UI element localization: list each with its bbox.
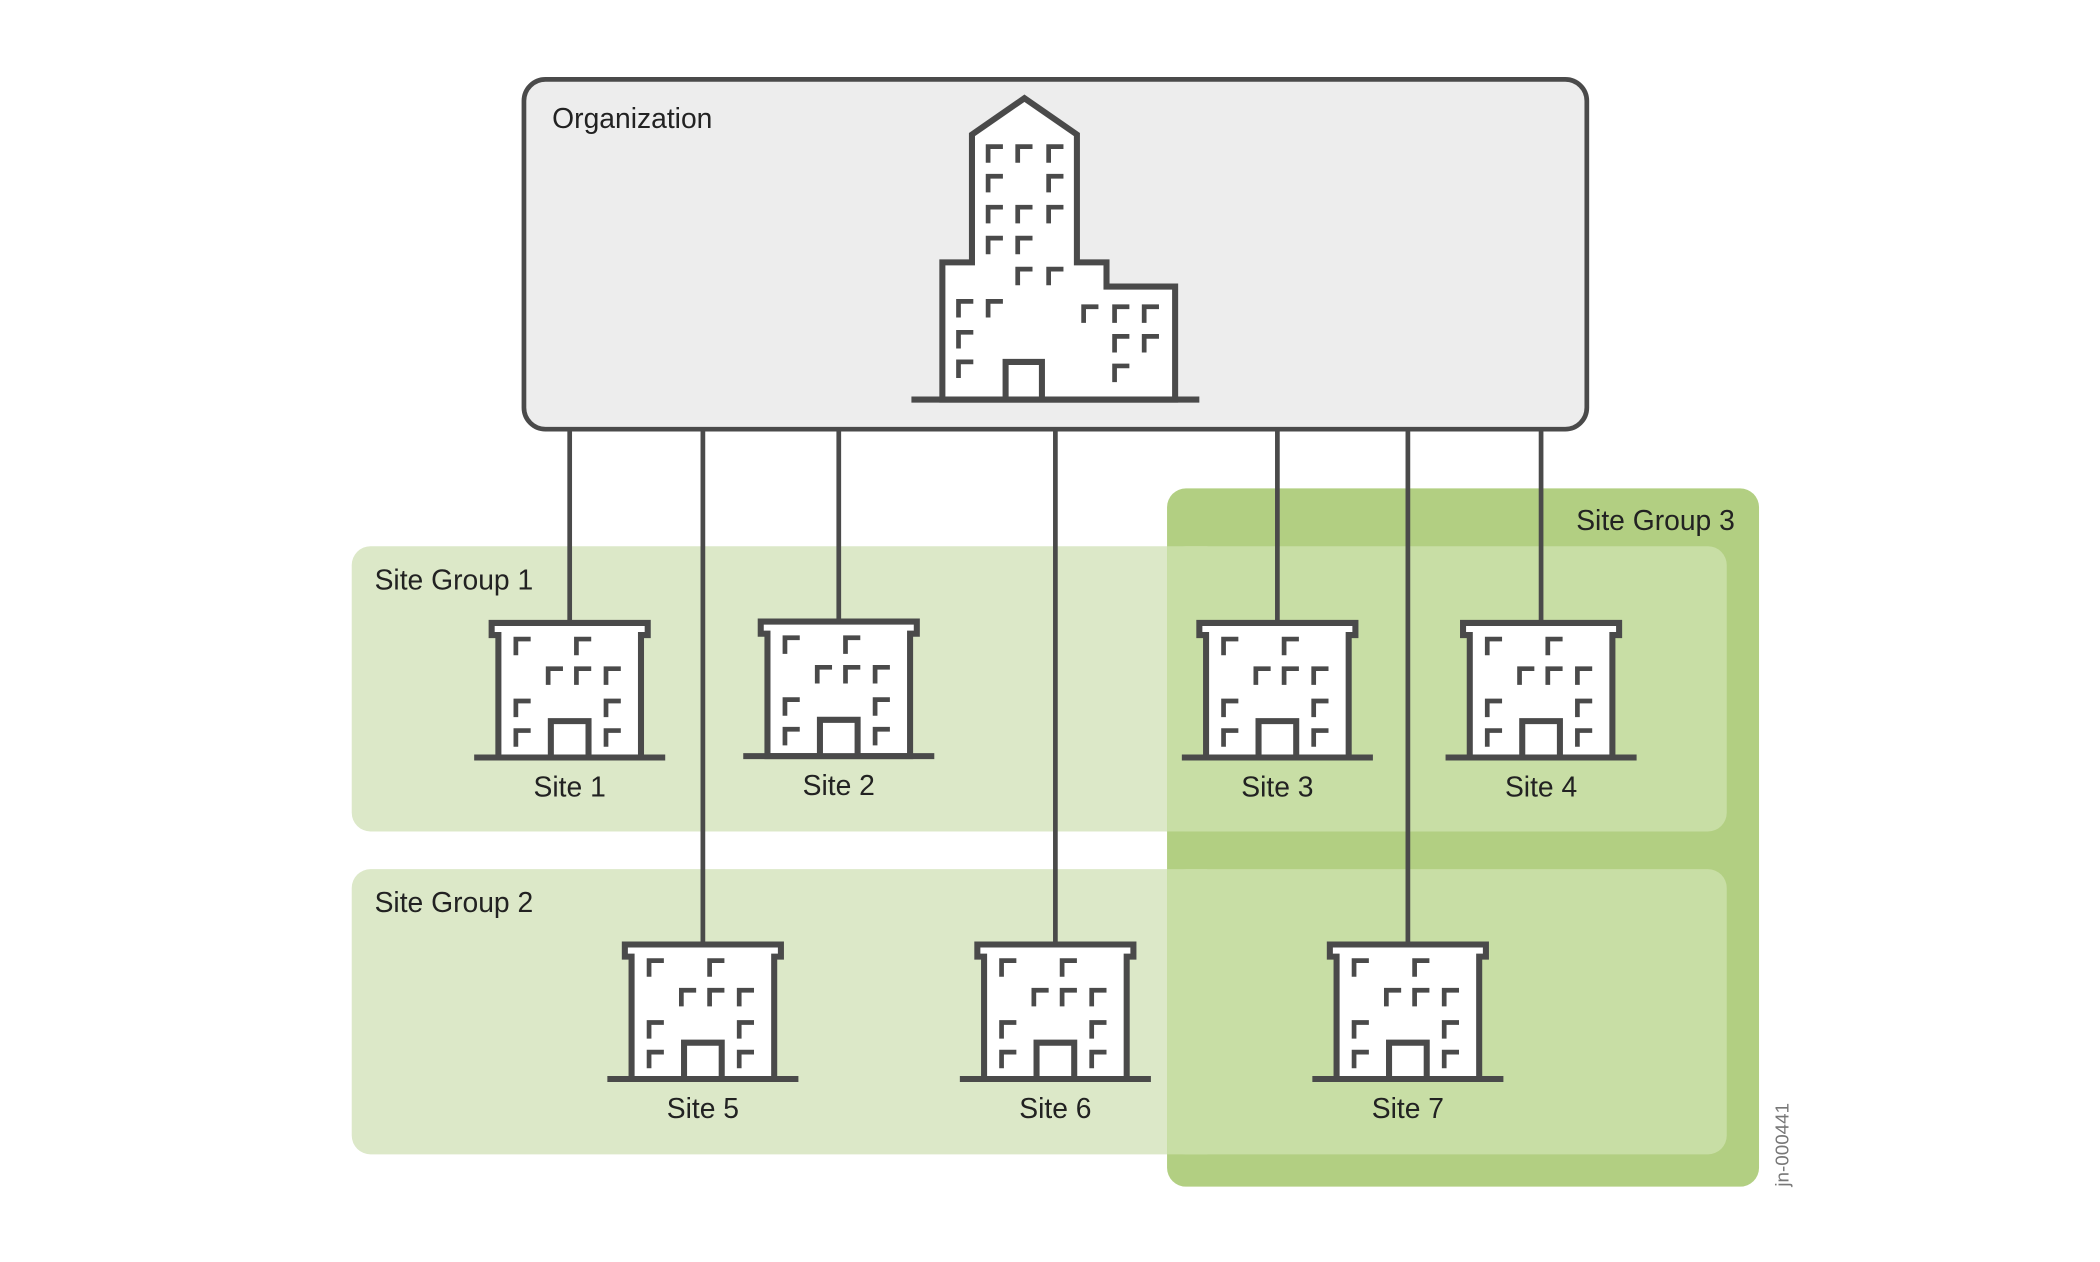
building-icon [607, 944, 798, 1079]
building-icon [1312, 944, 1503, 1079]
site-group-3-label: Site Group 3 [1576, 504, 1735, 536]
site-4-label: Site 4 [1505, 770, 1577, 802]
site-7-node: Site 7 [1312, 944, 1503, 1124]
office-tower-icon [911, 94, 1200, 403]
site-1-label: Site 1 [534, 770, 606, 802]
site-7-label: Site 7 [1372, 1092, 1444, 1124]
site-3-node: Site 3 [1182, 623, 1373, 802]
site-group-2-label: Site Group 2 [375, 886, 534, 918]
site-2-node: Site 2 [743, 622, 934, 801]
site-6-node: Site 6 [960, 944, 1151, 1124]
building-icon [1446, 623, 1637, 758]
organization-node: Organization [521, 77, 1590, 432]
site-5-node: Site 5 [607, 944, 798, 1124]
site-group-1-label: Site Group 1 [375, 563, 534, 595]
building-icon [960, 944, 1151, 1079]
site-5-label: Site 5 [667, 1092, 739, 1124]
site-6-label: Site 6 [1019, 1092, 1091, 1124]
building-icon [474, 623, 665, 758]
building-icon [1182, 623, 1373, 758]
figure-id: jn-000441 [1772, 1103, 1793, 1188]
site-1-node: Site 1 [474, 623, 665, 802]
site-4-node: Site 4 [1446, 623, 1637, 802]
building-icon [743, 622, 934, 757]
site-2-label: Site 2 [803, 769, 875, 801]
connector-lines [567, 429, 1544, 945]
organization-label: Organization [552, 102, 712, 134]
site-3-label: Site 3 [1241, 770, 1313, 802]
